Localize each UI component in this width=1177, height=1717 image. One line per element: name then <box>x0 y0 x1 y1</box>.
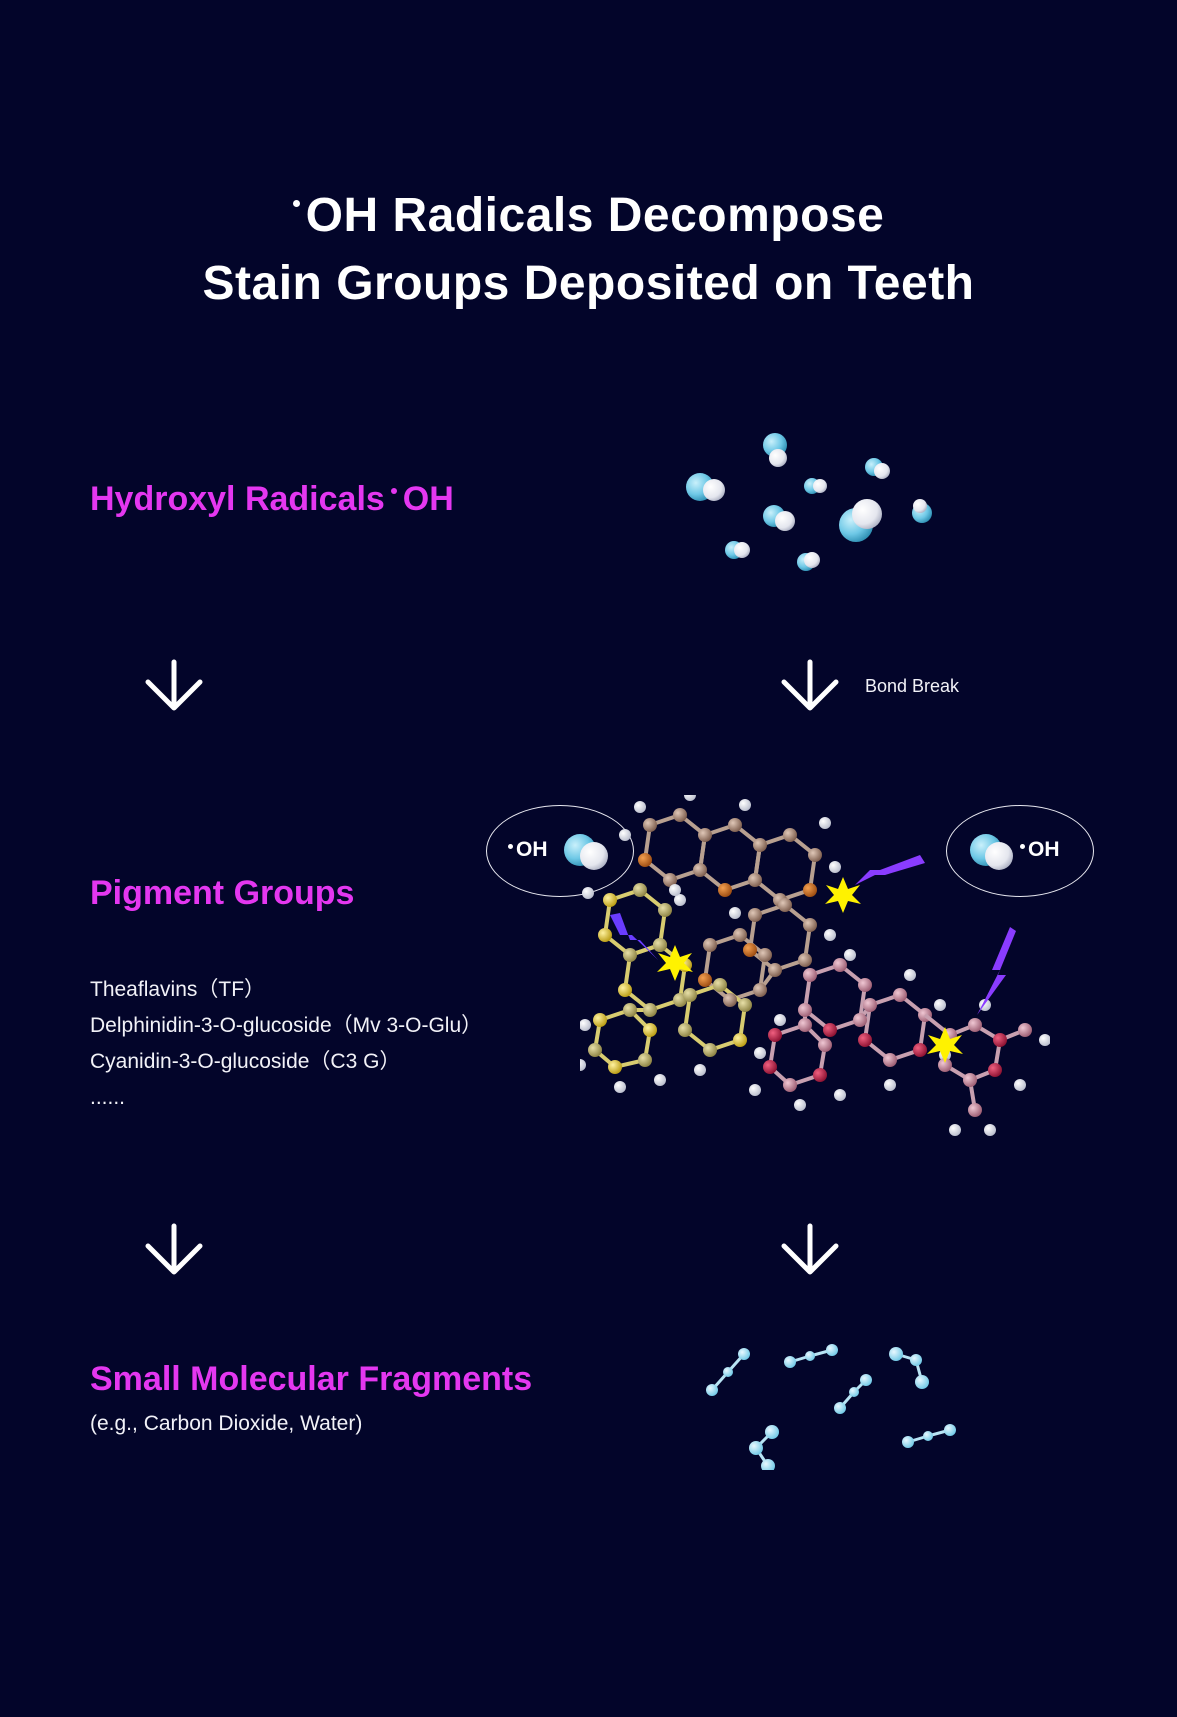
bond-break-label: Bond Break <box>865 676 960 696</box>
radical-dot-icon <box>1020 844 1025 849</box>
spark-icon <box>927 1027 963 1063</box>
oh-molecule-icon <box>686 473 725 501</box>
radical-dot-icon <box>292 200 300 207</box>
fragment-molecule <box>889 1347 929 1389</box>
hydroxyl-heading: Hydroxyl Radicals OH <box>90 480 454 519</box>
oh-molecule-icon <box>797 552 820 571</box>
spark-icon <box>657 945 693 981</box>
lightning-icon <box>977 927 1016 1015</box>
lightning-icon <box>855 855 925 885</box>
pigment-item: ...... <box>90 1086 126 1109</box>
oh-molecule-icon <box>865 458 890 479</box>
oh-bubble-left <box>486 805 634 897</box>
pigment-list: Theaflavins（TF） Delphinidin-3-O-glucosid… <box>90 972 482 1116</box>
fragment-molecule <box>706 1348 750 1396</box>
lightning-icon <box>610 913 658 960</box>
hydroxyl-label: Hydroxyl Radicals <box>90 480 385 518</box>
fragment-molecule <box>902 1424 956 1448</box>
pigment-item: Cyanidin-3-O-glucoside（C3 G） <box>90 1050 401 1073</box>
oh-molecule-icon <box>763 433 787 467</box>
oh-bubble-left-label: OH <box>508 838 548 862</box>
arrow-down-icon <box>142 1222 206 1278</box>
title-line-1: OH Radicals Decompose <box>305 189 885 242</box>
fragments-heading: Small Molecular Fragments <box>90 1360 533 1398</box>
oh-molecule-icon <box>970 834 1013 870</box>
page-title: OH Radicals Decompose Stain Groups Depos… <box>0 182 1177 318</box>
pigment-item: Theaflavins（TF） <box>90 978 266 1001</box>
oh-molecule-icon <box>804 478 827 494</box>
hydroxyl-molecules-illustration <box>686 433 932 571</box>
oh-molecule-icon <box>763 505 795 531</box>
pigment-item: Delphinidin-3-O-glucoside（Mv 3-O-Glu） <box>90 1014 483 1037</box>
arrow-down-icon <box>142 658 206 714</box>
pigment-molecule-illustration <box>580 795 1050 1136</box>
fragment-molecule <box>834 1374 872 1414</box>
oh-molecule-icon <box>912 499 932 523</box>
oh-bubble-right <box>946 805 1094 897</box>
title-line-2: Stain Groups Deposited on Teeth <box>202 257 975 310</box>
oh-molecule-icon <box>839 499 882 542</box>
fragments-subtext: (e.g., Carbon Dioxide, Water) <box>90 1412 363 1435</box>
hydroxyl-suffix: OH <box>402 480 454 518</box>
arrow-down-icon <box>778 1222 842 1278</box>
radical-dot-icon <box>390 488 397 494</box>
radical-dot-icon <box>508 844 513 849</box>
pigment-heading: Pigment Groups <box>90 874 355 912</box>
spark-icon <box>825 877 861 913</box>
fragment-molecule <box>749 1425 779 1470</box>
arrow-down-icon <box>778 658 842 714</box>
oh-bubble-right-label: OH <box>1020 838 1060 862</box>
oh-molecule-icon <box>564 834 608 870</box>
fragment-molecule <box>784 1344 838 1368</box>
fragment-molecules-illustration <box>706 1344 956 1470</box>
oh-molecule-icon <box>725 541 750 559</box>
